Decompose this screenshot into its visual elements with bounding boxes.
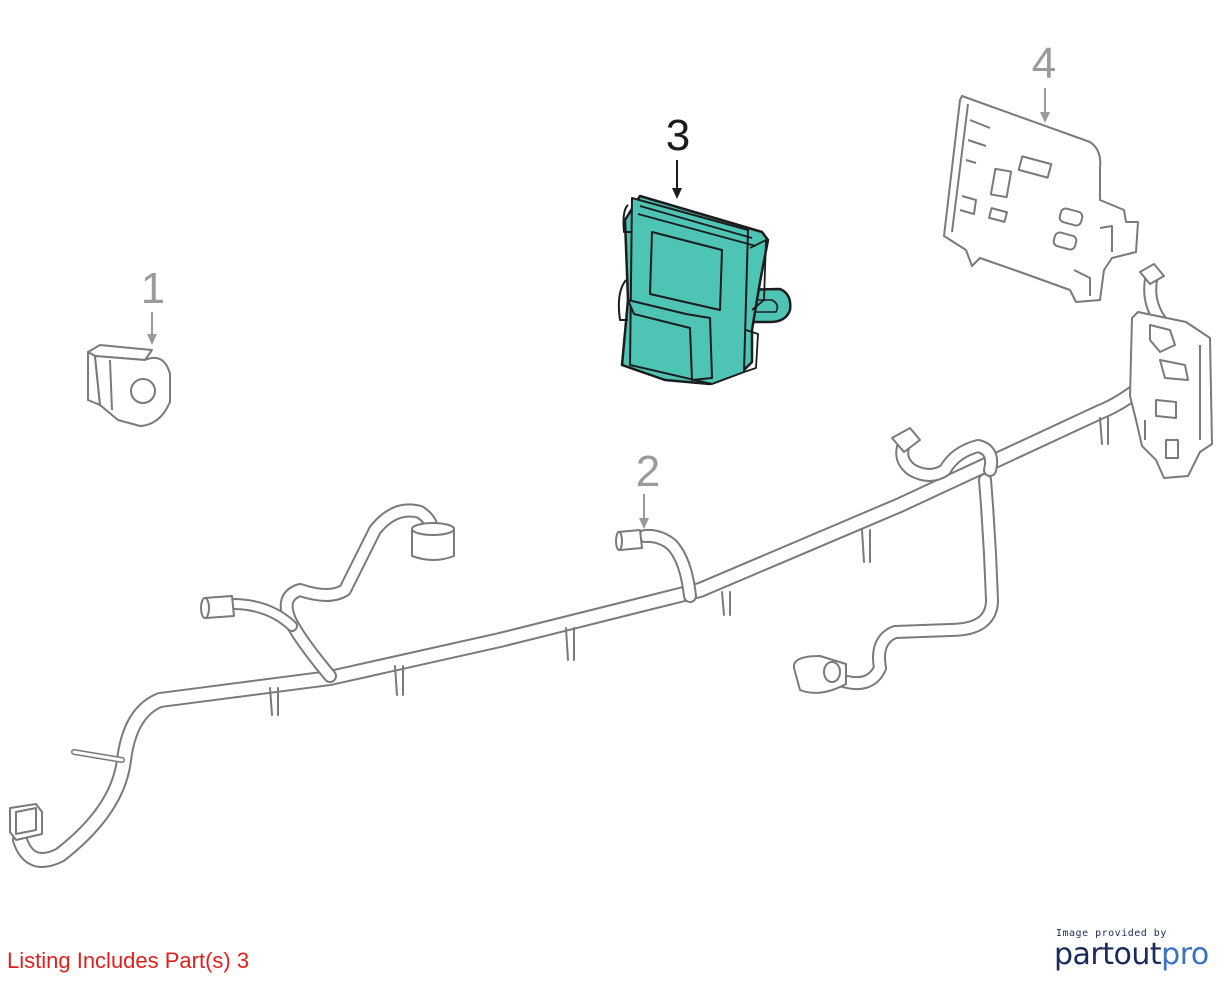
callout-4-arrow: [1040, 88, 1050, 123]
logo-wordmark: partoutpro: [1054, 939, 1214, 971]
logo-tagline: Image provided by: [1056, 928, 1167, 939]
callout-1-arrow: [147, 312, 157, 345]
part-2-wiring-harness[interactable]: [12, 268, 1180, 868]
listing-includes-text: Listing Includes Part(s) 3: [7, 948, 250, 973]
part-3-module[interactable]: [617, 194, 792, 386]
partoutpro-logo: Image provided by partoutpro: [1054, 928, 1214, 971]
callout-1: 1: [141, 264, 165, 313]
callout-4: 4: [1032, 39, 1056, 88]
callout-3: 3: [666, 111, 690, 160]
callout-3-arrow: [672, 160, 682, 199]
harness-connectors: [9, 263, 1165, 841]
logo-word-start: partout: [1054, 937, 1162, 972]
logo-word-end: pro: [1161, 937, 1209, 972]
parts-diagram: 1 3: [9, 39, 1213, 868]
part-1-clip[interactable]: [87, 344, 171, 427]
part-4-bracket[interactable]: [943, 95, 1139, 303]
harness-end-bracket: [1129, 311, 1213, 479]
callout-2-arrow: [639, 494, 649, 529]
callout-2: 2: [636, 447, 660, 496]
